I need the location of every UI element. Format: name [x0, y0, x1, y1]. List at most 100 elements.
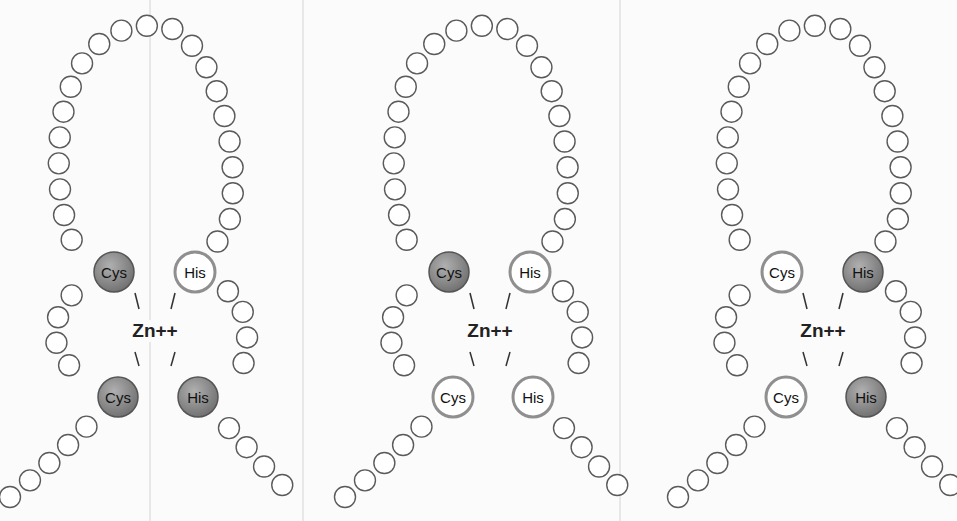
amino-acid-circle [381, 332, 402, 353]
amino-acid-circle [875, 231, 896, 252]
amino-acid-circle [162, 19, 183, 40]
amino-acid-circle [136, 15, 157, 36]
zinc-ion-label: Zn++ [799, 320, 846, 342]
residue-name: His [841, 250, 885, 294]
amino-acid-circle [727, 355, 748, 376]
residue-name: Cys [760, 250, 804, 294]
amino-acid-circle [393, 435, 414, 456]
amino-acid-circle [39, 453, 60, 474]
amino-acid-circle [607, 475, 628, 496]
amino-acid-circle [61, 229, 82, 250]
amino-acid-circle [728, 76, 749, 97]
amino-acid-circle [717, 127, 738, 148]
amino-acid-circle [890, 157, 911, 178]
coordination-bond [470, 293, 474, 309]
amino-acid-circle [900, 301, 921, 322]
amino-acid-circle [384, 127, 405, 148]
amino-acid-circle [904, 437, 925, 458]
amino-acid-circle [531, 57, 552, 78]
zinc-ion-label: Zn++ [131, 320, 178, 342]
amino-acid-circle [72, 53, 93, 74]
amino-acid-circle [196, 57, 217, 78]
residue-circle: Cys [92, 250, 136, 294]
amino-acid-circle [830, 19, 851, 40]
backbone-chain [0, 15, 957, 507]
amino-acid-circle [757, 33, 778, 54]
amino-acid-circle [206, 81, 227, 102]
amino-acid-circle [354, 470, 375, 491]
coordination-bond [803, 293, 807, 309]
amino-acid-circle [922, 456, 943, 477]
residue-circle: Cys [427, 250, 471, 294]
residue-name: His [508, 250, 552, 294]
amino-acid-circle [849, 35, 870, 56]
amino-acid-circle [19, 470, 40, 491]
amino-acid-circle [874, 81, 895, 102]
residue-circle: His [173, 250, 217, 294]
amino-acid-circle [718, 179, 739, 200]
amino-acid-circle [383, 307, 404, 328]
amino-acid-circle [716, 307, 737, 328]
amino-acid-circle [48, 153, 69, 174]
amino-acid-circle [58, 435, 79, 456]
residue-circle: Cys [96, 375, 140, 419]
residue-circle: Cys [764, 375, 808, 419]
amino-acid-circle [552, 281, 573, 302]
amino-acid-circle [236, 437, 257, 458]
amino-acid-circle [46, 332, 67, 353]
coordination-bond [839, 352, 843, 366]
amino-acid-circle [864, 57, 885, 78]
amino-acid-circle [729, 285, 750, 306]
amino-acid-circle [542, 231, 563, 252]
amino-acid-circle [729, 229, 750, 250]
amino-acid-circle [471, 15, 492, 36]
residue-name: His [511, 375, 555, 419]
amino-acid-circle [232, 301, 253, 322]
amino-acid-circle [214, 106, 235, 127]
amino-acid-circle [589, 456, 610, 477]
panel-divider [620, 0, 621, 521]
amino-acid-circle [744, 416, 765, 437]
amino-acid-circle [219, 131, 240, 152]
amino-acid-circle [687, 470, 708, 491]
residue-name: His [173, 250, 217, 294]
amino-acid-circle [396, 285, 417, 306]
amino-acid-circle [740, 53, 761, 74]
amino-acid-circle [76, 416, 97, 437]
residue-name: Cys [431, 375, 475, 419]
amino-acid-circle [0, 487, 21, 508]
panel-divider [303, 0, 304, 521]
amino-acid-circle [396, 229, 417, 250]
amino-acid-circle [207, 231, 228, 252]
amino-acid-circle [553, 418, 574, 439]
amino-acid-circle [882, 106, 903, 127]
amino-acid-circle [111, 20, 132, 41]
amino-acid-circle [222, 183, 243, 204]
amino-acid-circle [887, 131, 908, 152]
amino-acid-circle [217, 281, 238, 302]
zinc-ion-label: Zn++ [466, 320, 513, 342]
amino-acid-circle [901, 353, 922, 374]
amino-acid-circle [272, 475, 293, 496]
coordination-bond [839, 293, 843, 309]
amino-acid-circle [714, 332, 735, 353]
amino-acid-circle [181, 35, 202, 56]
amino-acid-circle [54, 204, 75, 225]
amino-acid-circle [335, 487, 356, 508]
amino-acid-circle [905, 327, 926, 348]
residue-name: Cys [96, 375, 140, 419]
residue-circle: His [844, 375, 888, 419]
residue-circle: His [176, 375, 220, 419]
coordination-bond [506, 293, 510, 309]
amino-acid-circle [890, 183, 911, 204]
residue-name: Cys [764, 375, 808, 419]
amino-acid-circle [388, 101, 409, 122]
amino-acid-circle [707, 453, 728, 474]
amino-acid-circle [89, 33, 110, 54]
amino-acid-circle [389, 204, 410, 225]
amino-acid-circle [557, 183, 578, 204]
residue-name: Cys [427, 250, 471, 294]
amino-acid-circle [385, 179, 406, 200]
amino-acid-circle [886, 418, 907, 439]
coordination-bonds [135, 293, 843, 366]
